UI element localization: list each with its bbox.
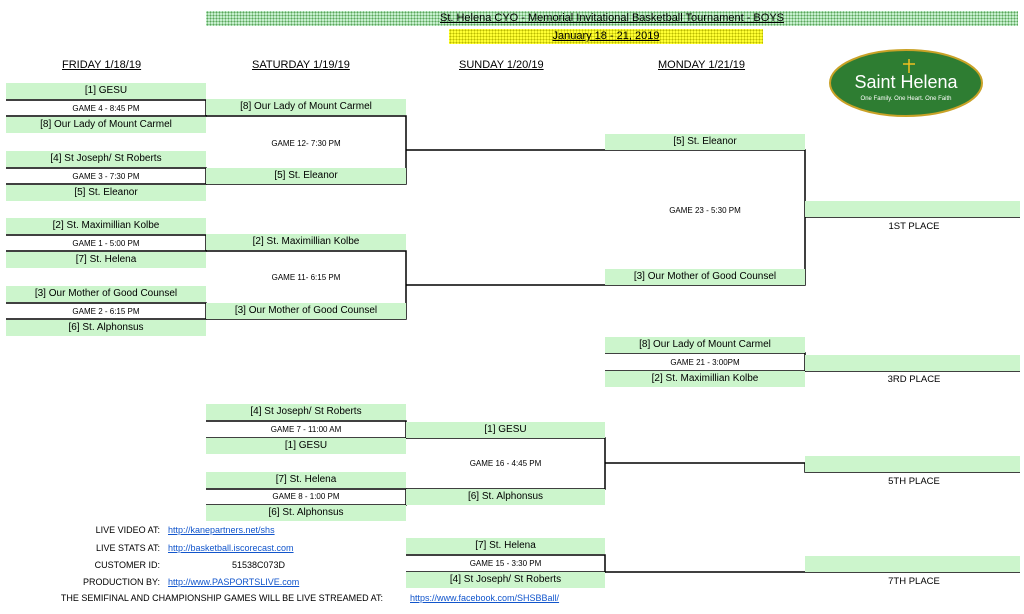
team-cell: [8] Our Lady of Mount Carmel [605, 337, 805, 353]
game-label: GAME 7 - 11:00 AM [270, 425, 342, 434]
production-label: PRODUCTION BY: [82, 577, 160, 587]
team-cell: [2] St. Maximillian Kolbe [605, 371, 805, 387]
winner-slot [805, 201, 1020, 217]
game-label: GAME 23 - 5:30 PM [669, 206, 741, 215]
tournament-title: St. Helena CYO - Memorial Invitational B… [206, 11, 1018, 26]
live-stats-label: LIVE STATS AT: [95, 543, 160, 553]
team-cell: [1] GESU [406, 422, 605, 438]
live-stats-link[interactable]: http://basketball.iscorecast.com [168, 543, 294, 553]
winner-slot [805, 556, 1020, 572]
team-cell: [8] Our Lady of Mount Carmel [6, 117, 206, 133]
customer-id-value: 51538C073D [232, 560, 286, 570]
place-third: 3RD PLACE [887, 374, 941, 385]
game-label: GAME 3 - 7:30 PM [72, 172, 140, 181]
team-cell: [3] Our Mother of Good Counsel [605, 269, 805, 285]
logo-tagline: One Family. One Heart. One Faith [861, 96, 952, 102]
winner-slot [805, 355, 1020, 371]
place-first: 1ST PLACE [888, 221, 940, 232]
game-label: GAME 4 - 8:45 PM [72, 104, 140, 113]
game-label: GAME 15 - 3:30 PM [469, 559, 542, 568]
game-label: GAME 1 - 5:00 PM [72, 239, 140, 248]
customer-id-label: CUSTOMER ID: [94, 560, 160, 570]
logo-name: Saint Helena [854, 72, 958, 92]
game-label: GAME 12- 7:30 PM [271, 139, 341, 148]
team-cell: [7] St. Helena [6, 252, 206, 268]
team-cell: [2] St. Maximillian Kolbe [6, 218, 206, 234]
game-label: GAME 16 - 4:45 PM [469, 459, 542, 468]
team-cell: [5] St. Eleanor [605, 134, 805, 150]
game-label: GAME 21 - 3:00PM [670, 358, 740, 367]
winner-slot [805, 456, 1020, 472]
production-link[interactable]: http://www.PASPORTSLIVE.com [168, 577, 300, 587]
place-fifth: 5TH PLACE [888, 476, 940, 487]
team-cell: [8] Our Lady of Mount Carmel [206, 99, 406, 115]
saint-helena-logo: Saint Helena One Family. One Heart. One … [829, 49, 983, 117]
live-video-link[interactable]: http://kanepartners.net/shs [168, 525, 275, 535]
team-cell: [4] St Joseph/ St Roberts [6, 151, 206, 167]
team-cell: [5] St. Eleanor [206, 168, 406, 184]
tournament-dates: January 18 - 21, 2019 [449, 29, 763, 44]
team-cell: [2] St. Maximillian Kolbe [206, 234, 406, 250]
live-video-label: LIVE VIDEO AT: [95, 525, 160, 535]
place-seventh: 7TH PLACE [888, 576, 940, 587]
team-cell: [7] St. Helena [406, 538, 605, 554]
team-cell: [6] St. Alphonsus [406, 489, 605, 505]
team-cell: [7] St. Helena [206, 472, 406, 488]
day-saturday: SATURDAY 1/19/19 [252, 59, 350, 71]
stream-link[interactable]: https://www.facebook.com/SHSBBall/ [410, 593, 560, 603]
day-sunday: SUNDAY 1/20/19 [459, 59, 544, 71]
team-cell: [5] St. Eleanor [6, 185, 206, 201]
game-label: GAME 8 - 1:00 PM [272, 492, 340, 501]
day-friday: FRIDAY 1/18/19 [62, 59, 142, 71]
team-cell: [3] Our Mother of Good Counsel [206, 303, 406, 319]
stream-label: THE SEMIFINAL AND CHAMPIONSHIP GAMES WIL… [60, 593, 383, 603]
team-cell: [4] St Joseph/ St Roberts [406, 572, 605, 588]
game-label: GAME 2 - 6:15 PM [72, 307, 140, 316]
team-cell: [6] St. Alphonsus [206, 505, 406, 521]
team-cell: [1] GESU [6, 83, 206, 99]
team-cell: [4] St Joseph/ St Roberts [206, 404, 406, 420]
team-cell: [6] St. Alphonsus [6, 320, 206, 336]
day-monday: MONDAY 1/21/19 [658, 59, 746, 71]
team-cell: [1] GESU [206, 438, 406, 454]
game-label: GAME 11- 6:15 PM [271, 273, 341, 282]
team-cell: [3] Our Mother of Good Counsel [6, 286, 206, 302]
